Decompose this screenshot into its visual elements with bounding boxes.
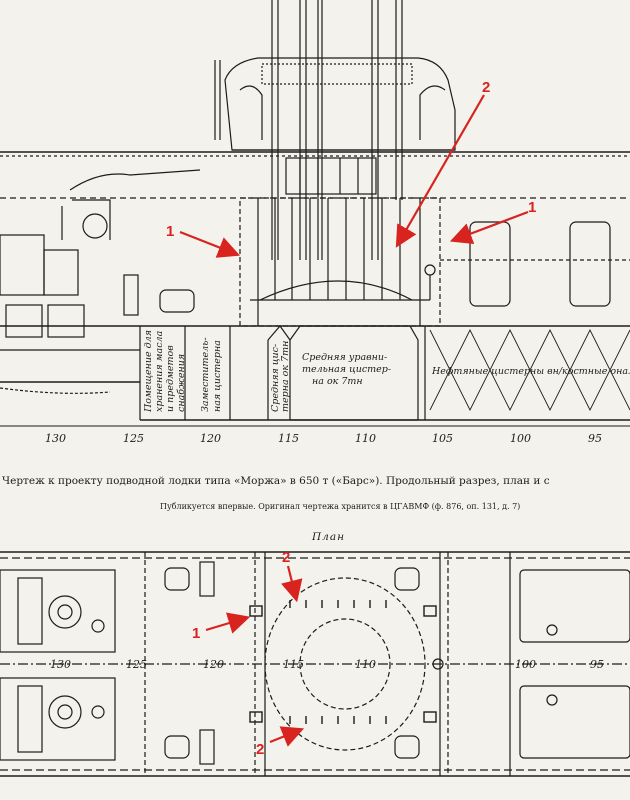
plan-frame-number: 100 xyxy=(515,658,536,671)
section-frame-number: 100 xyxy=(510,432,531,445)
plan-frame-number: 95 xyxy=(590,658,604,671)
arrow-1-plan xyxy=(205,612,251,634)
section-frame-numbers: 130 125 120 115 110 105 100 95 xyxy=(45,432,602,445)
diesel-machinery xyxy=(0,169,201,338)
tank-label-equalizing-3: на ок 7тн xyxy=(312,376,363,387)
plan-title: План xyxy=(311,531,345,543)
conning-tower xyxy=(224,57,456,195)
section-frame-number: 105 xyxy=(432,432,453,445)
tank-label-equalizing-1: Средняя уравни- xyxy=(302,352,387,363)
marker-2-plan-bottom: 2 xyxy=(256,741,264,758)
section-frame-number: 110 xyxy=(355,432,376,445)
section-frame-number: 130 xyxy=(45,432,66,445)
marker-1-right: 1 xyxy=(528,199,536,216)
keel-line xyxy=(0,381,630,421)
marker-2-top: 2 xyxy=(482,79,490,96)
arrow-1-left xyxy=(179,230,241,258)
tank-label-oil-2: хранения масла xyxy=(154,330,165,412)
tank-label-trim-1: Средняя цис- xyxy=(270,344,281,412)
drawing-source-note: Публикуется впервые. Оригинал чертежа хр… xyxy=(160,502,520,511)
arrow-2-plan-top xyxy=(281,565,303,603)
plan-frame-number: 115 xyxy=(283,658,304,671)
central-compartment xyxy=(239,197,441,327)
tank-labels: Помещение для хранения масла и предметов… xyxy=(143,330,630,413)
plan-stanchions xyxy=(249,600,437,724)
annotation-labels: 1 2 1 2 1 2 xyxy=(166,79,536,758)
tank-label-oil-3: и предметов xyxy=(165,345,176,412)
marker-2-plan-top: 2 xyxy=(282,549,290,566)
tank-label-oil-1: Помещение для xyxy=(143,330,154,413)
plan-frame-number: 130 xyxy=(50,658,71,671)
annotation-markers xyxy=(179,94,529,747)
plan-frame-number: 125 xyxy=(126,658,147,671)
plan-frame-number: 110 xyxy=(355,658,376,671)
tank-label-replacement-2: ная цистерна xyxy=(212,340,223,412)
plan-view xyxy=(0,551,630,777)
tank-label-fuel: Нефтяные цистерны вн/костные онало xyxy=(431,366,630,377)
plan-motors xyxy=(164,561,420,765)
marker-1-plan: 1 xyxy=(192,625,200,642)
arrow-2-plan-bottom xyxy=(269,726,305,747)
tank-label-equalizing-2: тельная цистер- xyxy=(302,364,391,375)
section-frame-number: 95 xyxy=(588,432,602,445)
aft-compartment xyxy=(424,221,630,307)
arrow-1-right xyxy=(449,210,529,245)
plan-frame-number: 120 xyxy=(203,658,224,671)
drawing-caption: Чертеж к проекту подводной лодки типа «М… xyxy=(2,475,550,487)
plan-frame-numbers: 130 125 120 115 110 100 95 xyxy=(50,658,604,671)
tank-label-oil-4: снабжения xyxy=(176,354,187,412)
tank-label-replacement-1: Заместитель- xyxy=(200,337,211,412)
section-frame-number: 125 xyxy=(123,432,144,445)
marker-1-left: 1 xyxy=(166,223,174,240)
periscope-masts xyxy=(214,0,403,260)
arrow-2-top xyxy=(395,94,485,248)
tank-label-trim-2: терна ок 7тн xyxy=(280,341,291,412)
section-frame-number: 120 xyxy=(200,432,221,445)
longitudinal-section xyxy=(0,0,630,421)
plan-conning-footprint xyxy=(264,577,426,751)
fuel-tank-lattice xyxy=(429,328,630,412)
section-frame-number: 115 xyxy=(278,432,299,445)
